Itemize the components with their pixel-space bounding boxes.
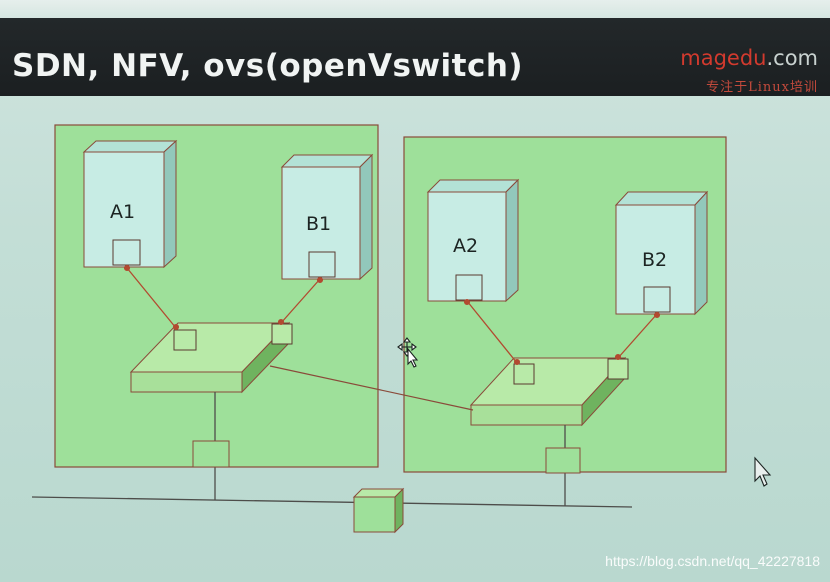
right-physical-nic (546, 448, 580, 473)
vm-b1-nic (309, 252, 335, 277)
vswitch-right-port-a (514, 364, 534, 384)
physical-network-bus (32, 497, 632, 507)
vm-a1-label: A1 (110, 201, 135, 223)
left-physical-nic (193, 441, 229, 467)
vm-b2: B2 (616, 192, 707, 314)
vswitch-left-port-b (272, 324, 292, 344)
vm-a2: A2 (428, 180, 518, 301)
source-watermark: https://blog.csdn.net/qq_42227818 (605, 553, 820, 569)
link-dot (616, 355, 621, 360)
link-dot (174, 325, 179, 330)
vm-a1-nic (113, 240, 140, 265)
vm-b1-label: B1 (306, 213, 331, 235)
vm-b2-nic (644, 287, 670, 312)
link-dot (655, 313, 660, 318)
link-dot (318, 278, 323, 283)
link-dot (465, 300, 470, 305)
link-dot (279, 320, 284, 325)
vswitch-left-port-a (174, 330, 196, 350)
vm-a1: A1 (84, 141, 176, 267)
link-dot (125, 266, 130, 271)
arrow-cursor-icon (755, 458, 770, 486)
link-dot (515, 360, 520, 365)
vm-b1: B1 (282, 155, 372, 279)
vm-b2-label: B2 (642, 249, 667, 271)
vm-a2-label: A2 (453, 235, 478, 257)
vswitch-right-port-b (608, 359, 628, 379)
physical-switch (354, 489, 403, 532)
vm-a2-nic (456, 275, 482, 300)
